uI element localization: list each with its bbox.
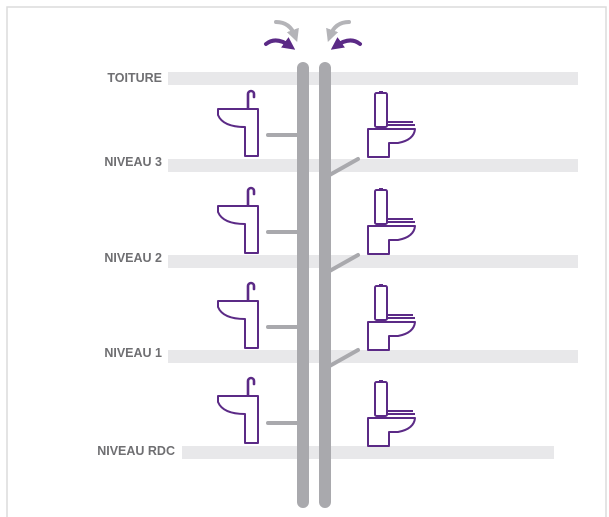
toilet-icon xyxy=(367,379,416,447)
floor-slabs xyxy=(168,72,578,459)
frame-border xyxy=(6,6,607,517)
air-arrows xyxy=(264,20,362,50)
slab-niveau-1 xyxy=(168,350,578,363)
curved-arrow-icon xyxy=(264,37,296,50)
level-label-niveau-rdc: NIVEAU RDC xyxy=(97,444,175,458)
toilet-branch-2 xyxy=(324,253,360,275)
ventilation-stack-left xyxy=(297,62,309,508)
curved-arrow-icon xyxy=(274,20,299,43)
curved-arrow-icon xyxy=(330,37,362,50)
slab-niveau-rdc xyxy=(182,446,554,459)
toilet-icon xyxy=(367,90,416,158)
toilet-branch-3 xyxy=(324,157,360,179)
washbasin-icon xyxy=(216,89,260,158)
toilet-icon xyxy=(367,283,416,351)
washbasin-icon xyxy=(216,186,260,255)
level-label-niveau-3: NIVEAU 3 xyxy=(104,155,162,169)
toilet-icon xyxy=(367,187,416,255)
slab-niveau-3 xyxy=(168,159,578,172)
curved-arrow-icon xyxy=(326,20,351,43)
level-label-niveau-2: NIVEAU 2 xyxy=(104,251,162,265)
washbasin-icon xyxy=(216,281,260,350)
vertical-stacks xyxy=(297,62,331,508)
branch-pipes xyxy=(266,133,360,425)
slab-toiture xyxy=(168,72,578,85)
ventilation-stack-right xyxy=(319,62,331,508)
level-label-toiture: TOITURE xyxy=(107,71,162,85)
washbasin-icon xyxy=(216,376,260,445)
toilets xyxy=(367,90,416,447)
toilet-branch-1 xyxy=(324,348,360,370)
slab-niveau-2 xyxy=(168,255,578,268)
level-label-niveau-1: NIVEAU 1 xyxy=(104,346,162,360)
